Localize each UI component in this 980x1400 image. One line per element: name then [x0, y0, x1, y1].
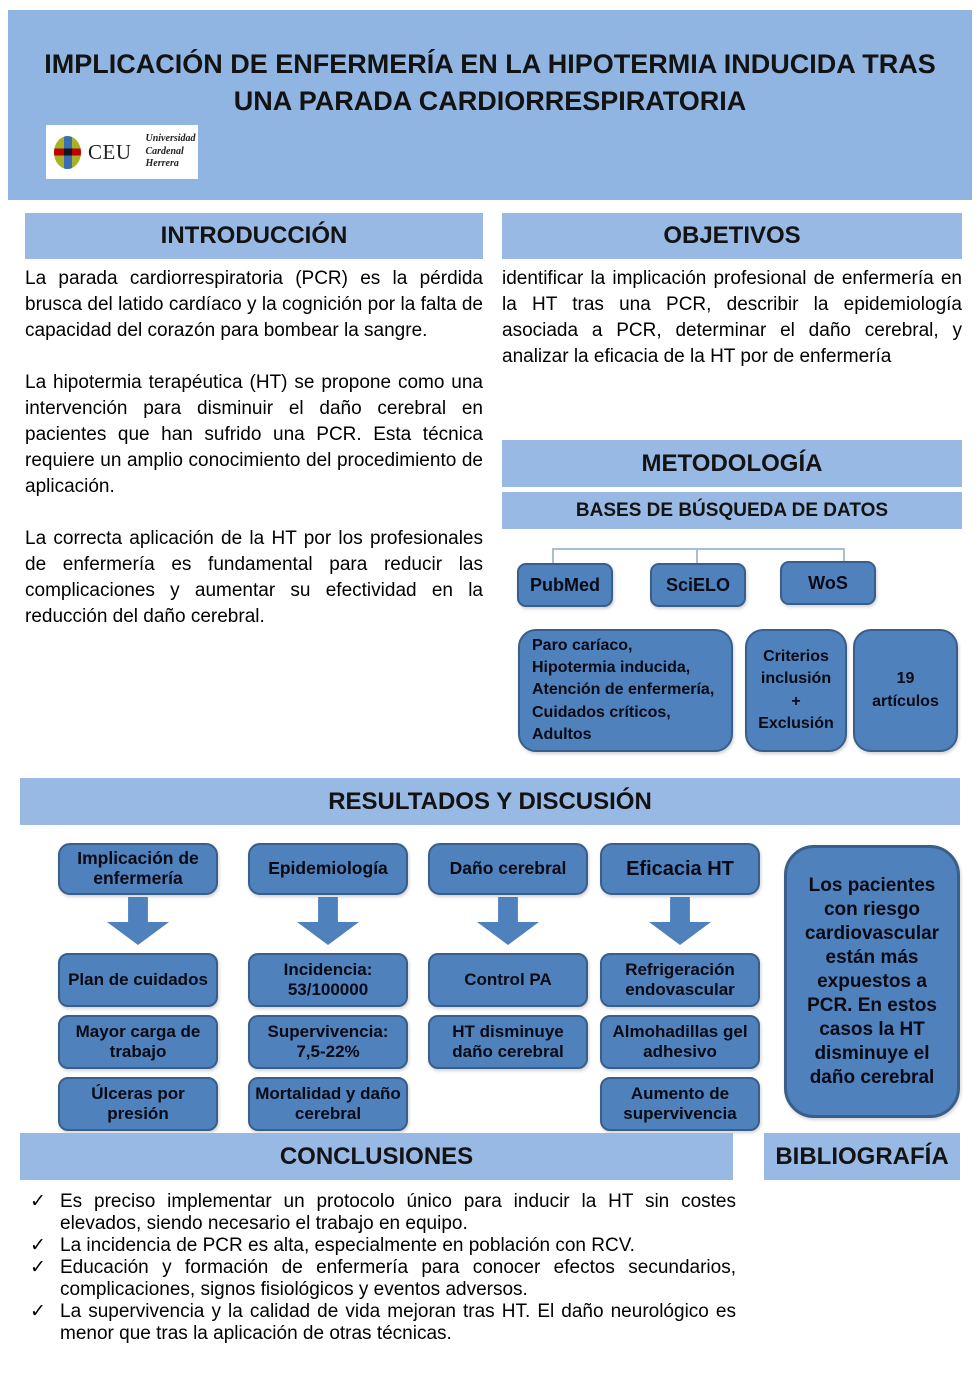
result-box: Refrigeración endovascular [600, 953, 760, 1007]
conclusion-item: ✓ Es preciso implementar un protocolo ún… [30, 1191, 736, 1235]
connector-drop-pubmed [552, 548, 554, 565]
poster-title-line1: IMPLICACIÓN DE ENFERMERÍA EN LA HIPOTERM… [44, 49, 936, 79]
conclusiones-header: CONCLUSIONES [20, 1133, 733, 1180]
result-box: HT disminuye daño cerebral [428, 1015, 588, 1069]
conclusion-text: Es preciso implementar un protocolo únic… [60, 1191, 736, 1234]
logo-acronym: CEU [88, 139, 132, 164]
result-box: Úlceras por presión [58, 1077, 218, 1131]
database-box-wos: WoS [780, 561, 876, 605]
result-box: Control PA [428, 953, 588, 1007]
column-header-dano-cerebral: Daño cerebral [428, 843, 588, 895]
result-column-implicacion: Implicación de enfermería Plan de cuidad… [58, 843, 218, 1131]
connector-horizontal-line [552, 548, 845, 550]
conclusion-item: ✓ La incidencia de PCR es alta, especial… [30, 1235, 736, 1257]
logo-org-line1: Universidad [145, 133, 196, 145]
poster-title-line2: UNA PARADA CARDIORRESPIRATORIA [233, 86, 747, 116]
check-icon: ✓ [30, 1235, 46, 1256]
poster-title: IMPLICACIÓN DE ENFERMERÍA EN LA HIPOTERM… [8, 46, 972, 120]
ceu-crest-icon [54, 135, 81, 169]
intro-paragraph-1: La parada cardiorrespiratoria (PCR) es l… [25, 268, 483, 341]
down-arrow-icon [649, 897, 711, 945]
introduccion-text: La parada cardiorrespiratoria (PCR) es l… [25, 266, 483, 656]
intro-paragraph-2: La hipotermia terapéutica (HT) se propon… [25, 372, 483, 497]
bases-busqueda-subheader: BASES DE BÚSQUEDA DE DATOS [502, 492, 962, 529]
conclusion-text: Educación y formación de enfermería para… [60, 1257, 736, 1300]
down-arrow-icon [107, 897, 169, 945]
search-keywords-box: Paro caríaco, Hipotermia inducida, Atenc… [518, 629, 733, 752]
database-box-scielo: SciELO [650, 563, 746, 607]
logo-org-name: Universidad Cardenal Herrera [146, 133, 196, 171]
articles-count-box: 19 artículos [853, 629, 958, 752]
column-header-epidemiologia: Epidemiología [248, 843, 408, 895]
criteria-box: Criterios inclusión + Exclusión [745, 629, 847, 752]
database-box-pubmed: PubMed [517, 563, 613, 607]
resultados-header: RESULTADOS Y DISCUSIÓN [20, 778, 960, 825]
side-note-box: Los pacientes con riesgo cardiovascular … [784, 845, 960, 1118]
conclusion-text: La supervivencia y la calidad de vida me… [60, 1301, 736, 1344]
connector-drop-wos [843, 548, 845, 563]
conclusiones-list: ✓ Es preciso implementar un protocolo ún… [30, 1191, 736, 1345]
result-box: Aumento de supervivencia [600, 1077, 760, 1131]
result-box: Incidencia: 53/100000 [248, 953, 408, 1007]
intro-paragraph-3: La correcta aplicación de la HT por los … [25, 528, 483, 627]
result-box: Plan de cuidados [58, 953, 218, 1007]
column-header-eficacia-ht: Eficacia HT [600, 843, 760, 895]
down-arrow-icon [297, 897, 359, 945]
objetivos-text: identificar la implicación profesional d… [502, 268, 962, 367]
objetivos-header: OBJETIVOS [502, 213, 962, 259]
result-box: Mortalidad y daño cerebral [248, 1077, 408, 1131]
result-box: Almohadillas gel adhesivo [600, 1015, 760, 1069]
bibliografia-header: BIBLIOGRAFÍA [764, 1133, 960, 1180]
conclusion-item: ✓ La supervivencia y la calidad de vida … [30, 1301, 736, 1345]
result-column-eficacia-ht: Eficacia HT Refrigeración endovascular A… [600, 843, 760, 1131]
down-arrow-icon [477, 897, 539, 945]
result-column-epidemiologia: Epidemiología Incidencia: 53/100000 Supe… [248, 843, 408, 1131]
check-icon: ✓ [30, 1301, 46, 1322]
metodologia-header: METODOLOGÍA [502, 440, 962, 487]
header-banner: IMPLICACIÓN DE ENFERMERÍA EN LA HIPOTERM… [8, 10, 972, 200]
conclusion-text: La incidencia de PCR es alta, especialme… [60, 1235, 635, 1256]
conclusion-item: ✓ Educación y formación de enfermería pa… [30, 1257, 736, 1301]
ceu-logo: CEU Universidad Cardenal Herrera [46, 125, 198, 179]
logo-org-line2: Cardenal Herrera [145, 145, 184, 170]
check-icon: ✓ [30, 1257, 46, 1278]
result-column-dano-cerebral: Daño cerebral Control PA HT disminuye da… [428, 843, 588, 1069]
introduccion-header: INTRODUCCIÓN [25, 213, 483, 259]
result-box: Mayor carga de trabajo [58, 1015, 218, 1069]
check-icon: ✓ [30, 1191, 46, 1212]
result-box: Supervivencia: 7,5-22% [248, 1015, 408, 1069]
column-header-implicacion: Implicación de enfermería [58, 843, 218, 895]
connector-drop-scielo [696, 548, 698, 565]
